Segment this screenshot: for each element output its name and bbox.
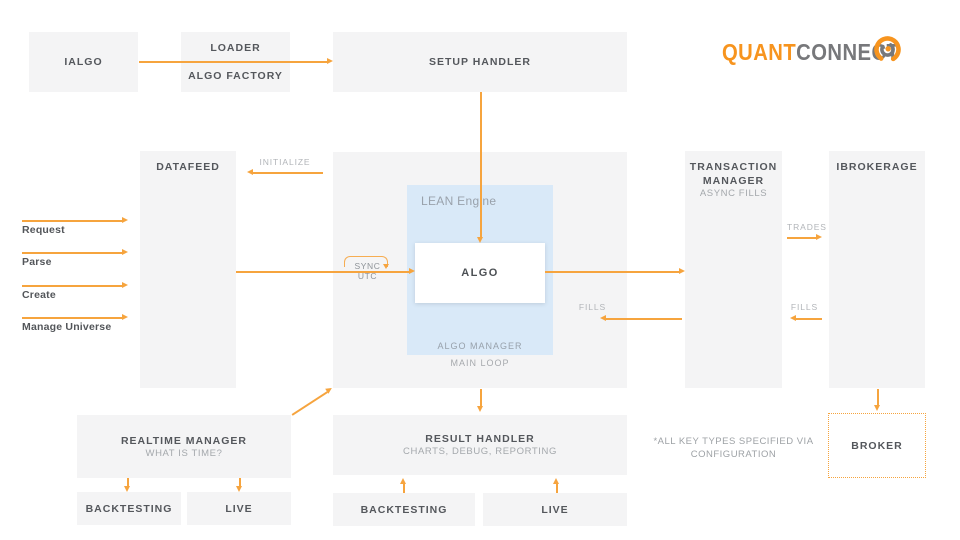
node-algo: ALGO (415, 243, 545, 303)
node-result-handler: RESULT HANDLER CHARTS, DEBUG, REPORTING (333, 415, 627, 475)
realtime-manager-sublabel: WHAT IS TIME? (145, 447, 223, 459)
live-left-label: LIVE (225, 502, 253, 515)
arrow-initialize-to-datafeed (247, 170, 323, 175)
transaction-manager-sublabel: ASYNC FILLS (699, 188, 768, 199)
arrow-manage-universe-to-datafeed (22, 315, 128, 320)
backtesting-left-label: BACKTESTING (85, 502, 173, 515)
transaction-manager-label-line2: MANAGER (702, 175, 765, 187)
node-ialgo-label: IALGO (64, 56, 103, 68)
node-broker: BROKER (828, 413, 926, 478)
node-setup-handler: SETUP HANDLER (333, 32, 627, 92)
arrow-lean-host-to-result-handler (478, 389, 483, 412)
result-handler-sublabel: CHARTS, DEBUG, REPORTING (403, 446, 557, 457)
node-ibrokerage: IBROKERAGE (829, 151, 925, 388)
arrow-fills-to-lean-engine (600, 316, 682, 321)
main-loop-label: MAIN LOOP (450, 358, 510, 368)
edge-label-initialize: INITIALIZE (259, 157, 311, 167)
arrow-request-to-datafeed (22, 218, 128, 223)
node-ialgo: IALGO (29, 32, 138, 92)
transaction-manager-label-line1: TRANSACTION (689, 161, 778, 173)
quantconnect-swirl-icon (874, 36, 901, 63)
sync-utc-loop-icon (344, 256, 388, 267)
configuration-note-line2: CONFIGURATION (690, 448, 777, 460)
edge-label-fills-inner: FILLS (578, 302, 607, 312)
node-transaction-manager: TRANSACTION MANAGER ASYNC FILLS (685, 151, 782, 388)
arrow-create-to-datafeed (22, 283, 128, 288)
node-loader-label: LOADER (210, 42, 261, 54)
side-label-create: Create (22, 289, 56, 301)
arrow-algo-to-transaction-manager (545, 269, 685, 274)
node-algo-factory-label: ALGO FACTORY (188, 70, 283, 82)
arrow-fills-to-transaction-manager (790, 316, 822, 321)
arrow-backtesting-to-result-handler (401, 478, 406, 493)
backtesting-center-label: BACKTESTING (360, 503, 448, 516)
quantconnect-logo: QUANTCONNECT (722, 41, 924, 65)
configuration-note-line1: *ALL KEY TYPES SPECIFIED VIA (653, 436, 814, 447)
configuration-note: *ALL KEY TYPES SPECIFIED VIA CONFIGURATI… (640, 436, 827, 461)
node-setup-handler-label: SETUP HANDLER (428, 56, 532, 68)
live-center-label: LIVE (541, 503, 569, 516)
side-label-manage-universe: Manage Universe (22, 321, 112, 333)
arrow-parse-to-datafeed (22, 250, 128, 255)
edge-label-trades: TRADES (787, 222, 827, 232)
edge-label-sync-utc: SYNC UTC (354, 261, 381, 281)
edge-label-fills-outer: FILLS (790, 302, 819, 312)
arrow-datafeed-to-algo (236, 269, 415, 274)
node-realtime-manager: REALTIME MANAGER WHAT IS TIME? (77, 415, 291, 478)
node-datafeed: DATAFEED (140, 151, 236, 388)
realtime-manager-label: REALTIME MANAGER (120, 434, 248, 447)
arrow-realtime-to-live (237, 478, 242, 492)
arrow-ialgo-to-setup-handler (139, 59, 333, 64)
arrow-realtime-to-backtesting (125, 478, 130, 492)
node-backtesting-center: BACKTESTING (333, 493, 475, 526)
arrow-realtime-manager-to-lean-host (291, 391, 328, 416)
arrow-setup-handler-to-algo (478, 92, 483, 243)
logo-text-connect: CONNECT (796, 39, 900, 65)
algo-manager-label: ALGO MANAGER (437, 341, 523, 351)
logo-text-quant: QUANT (722, 39, 797, 65)
node-live-center: LIVE (483, 493, 627, 526)
arrow-ibrokerage-to-broker (875, 389, 880, 411)
node-lean-engine-label: LEAN Engine (421, 194, 497, 208)
node-ibrokerage-label: IBROKERAGE (836, 161, 918, 173)
arrow-trades-to-ibrokerage (787, 235, 822, 240)
node-live-left: LIVE (187, 492, 291, 525)
sync-utc-loop-arrowhead-icon (383, 264, 389, 269)
side-label-request: Request (22, 224, 65, 236)
node-algo-label: ALGO (461, 267, 499, 279)
broker-label: BROKER (851, 439, 903, 452)
node-datafeed-label: DATAFEED (156, 161, 220, 173)
arrow-live-to-result-handler (554, 478, 559, 493)
node-backtesting-left: BACKTESTING (77, 492, 181, 525)
result-handler-label: RESULT HANDLER (425, 433, 535, 445)
side-label-parse: Parse (22, 256, 52, 268)
